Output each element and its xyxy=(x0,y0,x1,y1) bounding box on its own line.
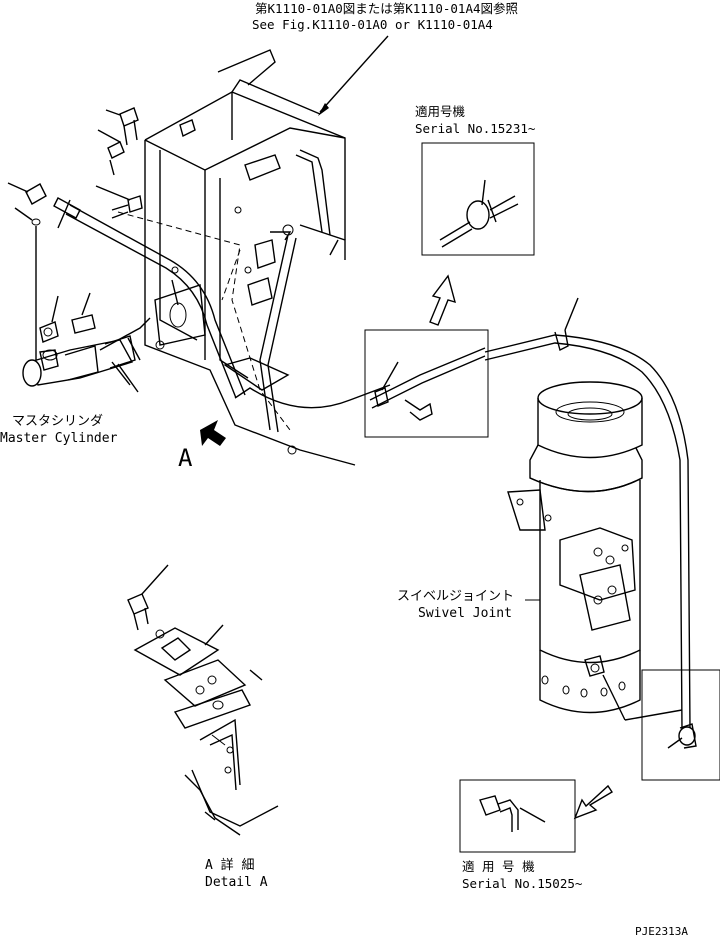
clamp-detail-box xyxy=(364,297,691,731)
header-leader-arrow xyxy=(318,103,329,116)
serial-top-en: Serial No.15231~ xyxy=(415,121,535,136)
serial-top-inset-box xyxy=(421,142,535,256)
detail-a-label-en: Detail A xyxy=(205,875,268,890)
serial-top-jp: 適用号機 xyxy=(415,104,466,119)
fittings-left xyxy=(7,182,71,360)
master-cylinder-label-en: Master Cylinder xyxy=(0,431,118,446)
hose-assembly xyxy=(53,197,391,409)
frame-assembly xyxy=(117,49,356,466)
header-note-jp: 第K1110-01A0図または第K1110-01A4図参照 xyxy=(255,1,518,16)
master-cylinder-part xyxy=(22,292,151,393)
serial-bottom-jp: 適 用 号 機 xyxy=(462,859,535,874)
elbow-inset-box xyxy=(641,669,720,781)
swivel-joint-label-en: Swivel Joint xyxy=(418,606,512,621)
view-a-arrow xyxy=(200,420,226,446)
swivel-joint-label-jp: スイベルジョイント xyxy=(397,589,514,604)
drawing-id: PJE2313A xyxy=(635,925,688,938)
master-cylinder-label-jp: マスタシリンダ xyxy=(12,414,103,429)
inset-arrow-bottom xyxy=(573,784,613,820)
view-a-label: A xyxy=(178,444,193,472)
header-note-en: See Fig.K1110-01A0 or K1110-01A4 xyxy=(252,17,493,32)
header-leader-line xyxy=(319,35,389,113)
detail-a-label-jp: A 詳 細 xyxy=(205,857,254,873)
serial-bottom-inset-box xyxy=(459,779,576,853)
inset-arrow-top xyxy=(429,274,456,326)
swivel-joint-part xyxy=(507,381,683,721)
serial-bottom-en: Serial No.15025~ xyxy=(462,876,582,891)
bolt-group-top xyxy=(95,107,143,219)
detail-a-assembly xyxy=(127,564,279,836)
